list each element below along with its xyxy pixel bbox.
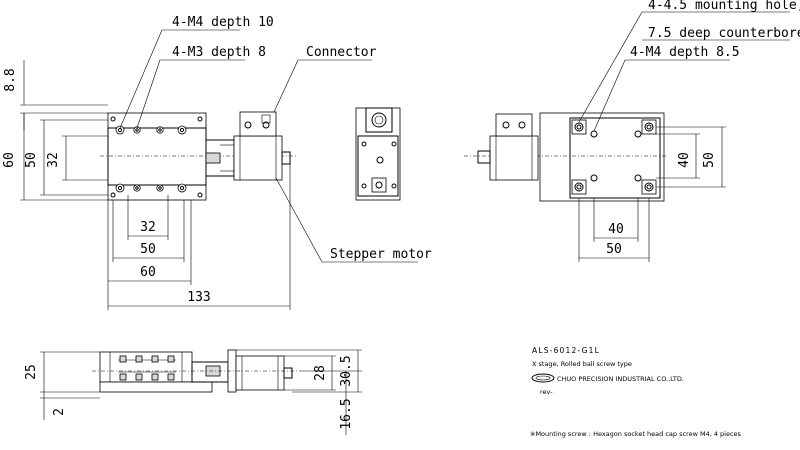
side-view bbox=[92, 349, 300, 393]
side-motor bbox=[235, 355, 285, 391]
screw-shaft bbox=[205, 152, 221, 164]
bottom-motor bbox=[489, 135, 539, 181]
top-view-dimensions: 8.8 60 50 32 32 50 60 133 bbox=[2, 60, 291, 310]
dim-40-vertical: 40 bbox=[677, 152, 692, 168]
bottom-view-dimensions: 40 50 40 50 bbox=[578, 126, 726, 262]
callout-mounting-hole-2: 7.5 deep counterbore bbox=[648, 26, 800, 41]
company-logo bbox=[531, 373, 555, 383]
side-view-dimensions: 25 2 28 30.5 16.5 bbox=[24, 349, 362, 435]
callout-stepper-motor: Stepper motor bbox=[330, 247, 432, 262]
dim-32-horizontal: 32 bbox=[140, 220, 156, 235]
model-description: X stage, Rolled ball screw type bbox=[532, 360, 632, 368]
stepper-motor-body bbox=[233, 135, 283, 181]
callout-m4-depth85: 4-M4 depth 8.5 bbox=[630, 45, 740, 60]
dim-28: 28 bbox=[313, 365, 328, 381]
callout-mounting-hole-1: 4-4.5 mounting hole, bbox=[648, 0, 800, 13]
dim-133: 133 bbox=[187, 290, 210, 305]
side-table bbox=[99, 351, 193, 383]
dim-2: 2 bbox=[52, 408, 67, 416]
end-view bbox=[355, 107, 401, 201]
dim-8-8: 8.8 bbox=[3, 68, 18, 91]
top-view-callouts: 4-M4 depth 10 4-M3 depth 8 Connector Ste… bbox=[119, 15, 432, 263]
title-block: ALS-6012-G1L X stage, Rolled ball screw … bbox=[530, 346, 742, 438]
callout-m3-depth8: 4-M3 depth 8 bbox=[172, 45, 266, 60]
dim-60-horizontal: 60 bbox=[140, 265, 156, 280]
bottom-view bbox=[464, 112, 668, 202]
dim-32-vertical: 32 bbox=[46, 152, 61, 168]
callout-connector: Connector bbox=[306, 45, 377, 60]
m3-holes bbox=[110, 116, 203, 198]
dim-50-horizontal: 50 bbox=[140, 242, 156, 257]
counterbore-holes bbox=[571, 119, 657, 195]
model-number: ALS-6012-G1L bbox=[532, 346, 600, 355]
dim-25: 25 bbox=[24, 364, 39, 380]
company-name: CHUO PRECISION INDUSTRIAL CO.,LTD. bbox=[557, 375, 684, 383]
dim-50-vertical-right: 50 bbox=[702, 152, 717, 168]
dim-60-vertical: 60 bbox=[2, 152, 17, 168]
dim-16-5: 16.5 bbox=[339, 398, 354, 429]
m4-holes bbox=[115, 125, 187, 193]
mounting-screw-note: ※Mounting screw : Hexagon socket head ca… bbox=[530, 430, 742, 438]
bottom-view-callouts: 4-4.5 mounting hole, 7.5 deep counterbor… bbox=[578, 0, 800, 132]
dim-50-horizontal-right: 50 bbox=[606, 242, 622, 257]
dim-40-horizontal: 40 bbox=[608, 222, 624, 237]
revision: rev- bbox=[540, 388, 553, 396]
side-base bbox=[99, 381, 213, 393]
top-view bbox=[100, 111, 296, 201]
dim-50-vertical: 50 bbox=[24, 152, 39, 168]
callout-m4-depth10: 4-M4 depth 10 bbox=[172, 15, 274, 30]
